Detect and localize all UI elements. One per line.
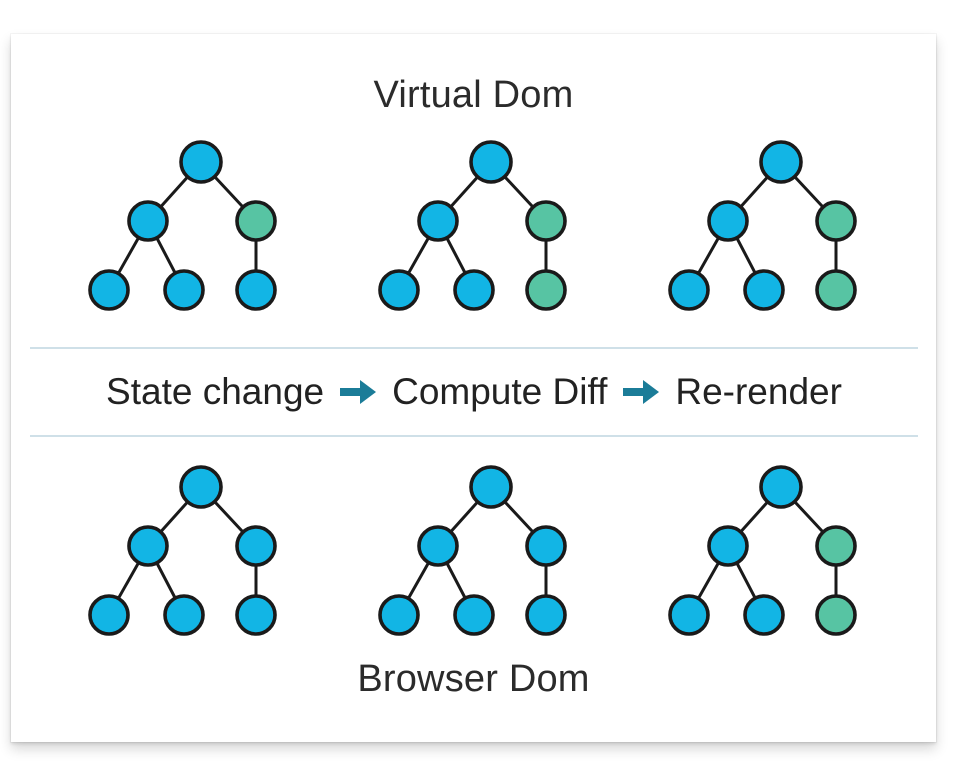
tree-node-leaf-3-green bbox=[815, 269, 857, 311]
pipeline-steps: State change Compute Diff Re-render bbox=[30, 347, 918, 437]
diagram-card: Virtual Dom State change Compute Diff Re-r… bbox=[11, 34, 936, 742]
tree-node-leaf-2-blue bbox=[743, 594, 785, 636]
arrow-right-glyph bbox=[623, 380, 660, 404]
tree-node-leaf-3-green bbox=[815, 594, 857, 636]
arrow-right-icon bbox=[338, 376, 378, 408]
tree-node-n-left-blue bbox=[417, 525, 459, 567]
virtual-dom-tree-3 bbox=[668, 140, 857, 311]
tree-node-leaf-2-blue bbox=[163, 594, 205, 636]
tree-node-root-blue bbox=[179, 140, 223, 184]
arrow-right-glyph bbox=[340, 380, 377, 404]
tree-node-leaf-3-blue bbox=[235, 269, 277, 311]
band-divider-bottom bbox=[30, 435, 918, 437]
pipeline-step-label-3: Re-render bbox=[675, 371, 842, 412]
tree-node-leaf-3-blue bbox=[235, 594, 277, 636]
browser-dom-tree-2 bbox=[378, 465, 567, 636]
pipeline-band: State change Compute Diff Re-render bbox=[30, 347, 918, 437]
tree-node-leaf-1-blue bbox=[378, 594, 420, 636]
tree-node-leaf-2-blue bbox=[743, 269, 785, 311]
tree-node-leaf-2-blue bbox=[163, 269, 205, 311]
tree-node-leaf-3-green bbox=[525, 269, 567, 311]
pipeline-step-label-1: State change bbox=[106, 371, 325, 412]
virtual-dom-tree-2 bbox=[378, 140, 567, 311]
tree-node-n-right-green bbox=[815, 525, 857, 567]
tree-node-root-blue bbox=[469, 140, 513, 184]
tree-node-leaf-2-blue bbox=[453, 269, 495, 311]
browser-dom-tree-3 bbox=[668, 465, 857, 636]
page-title-virtual-dom: Virtual Dom bbox=[373, 74, 574, 116]
tree-node-root-blue bbox=[179, 465, 223, 509]
tree-node-root-blue bbox=[759, 140, 803, 184]
browser-dom-tree-1 bbox=[88, 465, 277, 636]
tree-node-leaf-2-blue bbox=[453, 594, 495, 636]
pipeline-step-label-2: Compute Diff bbox=[392, 371, 608, 412]
tree-node-n-right-green bbox=[525, 200, 567, 242]
virtual-dom-tree-1 bbox=[88, 140, 277, 311]
band-divider-top bbox=[30, 347, 918, 349]
arrow-right-icon bbox=[621, 376, 661, 408]
tree-node-n-right-green bbox=[815, 200, 857, 242]
tree-node-leaf-1-blue bbox=[668, 269, 710, 311]
tree-node-leaf-1-blue bbox=[668, 594, 710, 636]
tree-node-n-right-blue bbox=[525, 525, 567, 567]
tree-node-root-blue bbox=[759, 465, 803, 509]
tree-node-root-blue bbox=[469, 465, 513, 509]
tree-node-n-left-blue bbox=[707, 525, 749, 567]
tree-node-leaf-3-blue bbox=[525, 594, 567, 636]
tree-node-n-left-blue bbox=[127, 525, 169, 567]
tree-node-n-right-green bbox=[235, 200, 277, 242]
tree-node-n-right-blue bbox=[235, 525, 277, 567]
tree-node-leaf-1-blue bbox=[88, 269, 130, 311]
tree-node-n-left-blue bbox=[707, 200, 749, 242]
tree-node-leaf-1-blue bbox=[378, 269, 420, 311]
tree-node-n-left-blue bbox=[417, 200, 459, 242]
tree-node-leaf-1-blue bbox=[88, 594, 130, 636]
page-title-browser-dom: Browser Dom bbox=[357, 658, 590, 700]
tree-node-n-left-blue bbox=[127, 200, 169, 242]
